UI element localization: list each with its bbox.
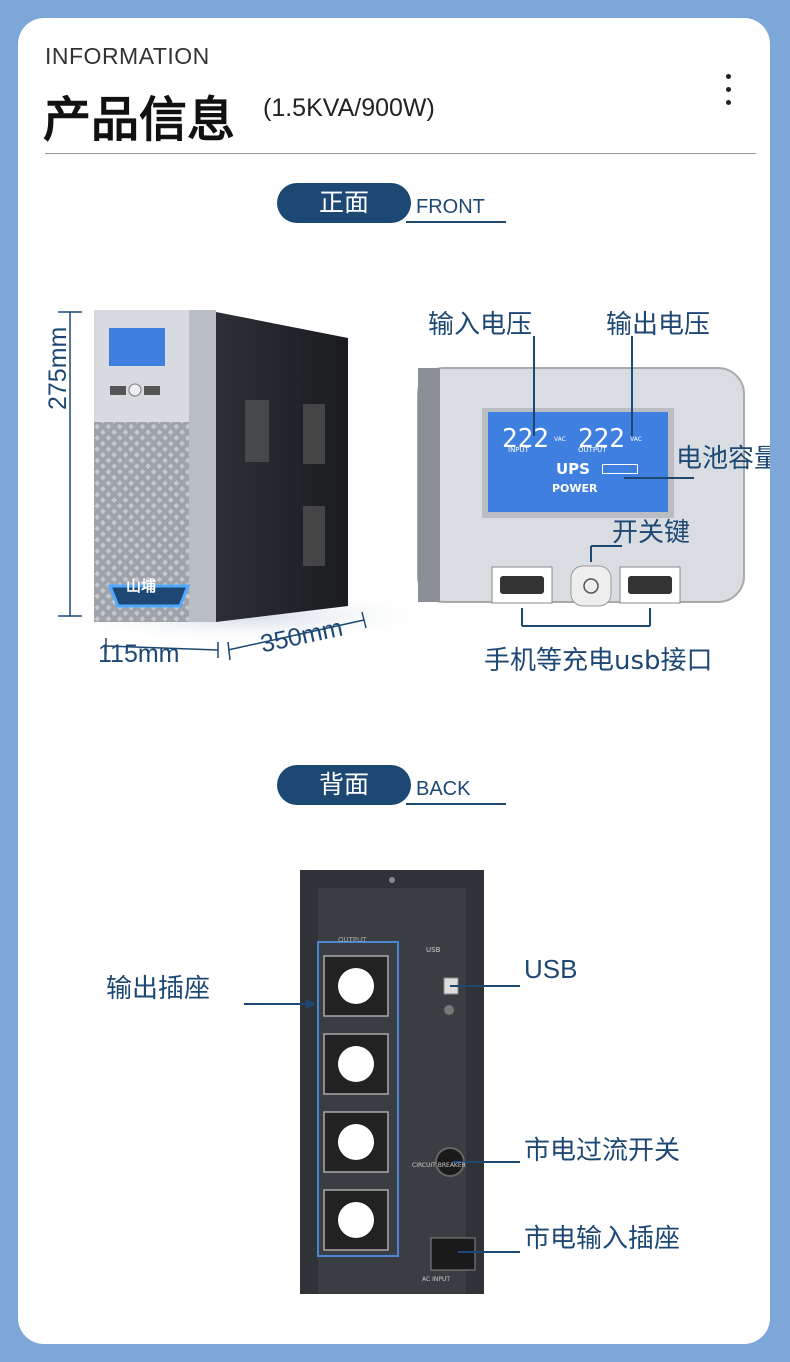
- back-output-caption: OUTPUT: [338, 936, 367, 944]
- more-options-icon[interactable]: [722, 74, 734, 108]
- page-subtitle: (1.5KVA/900W): [263, 94, 435, 122]
- dimension-height: 275mm: [44, 326, 72, 410]
- label-ac-input: 市电输入插座: [524, 1224, 681, 1254]
- lcd-input-value: 222: [502, 424, 549, 454]
- label-power-key: 开关键: [612, 518, 691, 548]
- ups-front-illustration: [48, 310, 418, 661]
- section-eyebrow: INFORMATION: [45, 43, 210, 69]
- lcd-ups-text: UPS: [556, 460, 590, 478]
- front-section-underline: [406, 221, 506, 223]
- label-output-sockets: 输出插座: [106, 974, 211, 1004]
- brand-logo: 山埔: [125, 577, 156, 595]
- front-section-label-en: FRONT: [416, 196, 485, 218]
- back-ac-input-caption: AC INPUT: [422, 1276, 451, 1283]
- lcd-output-caption: OUTPUT: [578, 446, 607, 454]
- ups-back-illustration: [244, 870, 520, 1294]
- product-info-card: INFORMATION 产品信息 (1.5KVA/900W) 正面 FRONT: [18, 18, 770, 1344]
- label-breaker: 市电过流开关: [524, 1136, 681, 1166]
- dimension-width: 115mm: [98, 640, 180, 668]
- lcd-power-text: POWER: [552, 482, 598, 495]
- lcd-output-value: 222: [578, 424, 625, 454]
- front-section-pill: 正面: [277, 183, 411, 223]
- label-usb: USB: [524, 954, 578, 984]
- lcd-unit-in: VAC: [554, 436, 566, 443]
- back-breaker-caption: CIRCUIT BREAKER: [412, 1162, 466, 1169]
- back-usb-caption: USB: [426, 946, 441, 954]
- back-section-label-en: BACK: [416, 778, 471, 800]
- back-section-pill: 背面: [277, 765, 411, 805]
- label-usb-ports: 手机等充电usb接口: [484, 646, 713, 676]
- back-section-underline: [406, 803, 506, 805]
- label-output-voltage: 输出电压: [606, 310, 711, 340]
- page-title: 产品信息: [43, 92, 236, 148]
- lcd-input-caption: INPUT: [508, 446, 529, 454]
- control-panel-closeup: [417, 336, 745, 627]
- label-battery-capacity: 电池容量: [676, 444, 770, 474]
- lcd-battery-icon: [602, 464, 638, 474]
- header-divider: [45, 153, 756, 154]
- lcd-unit-out: VAC: [630, 436, 642, 443]
- label-input-voltage: 输入电压: [428, 310, 533, 340]
